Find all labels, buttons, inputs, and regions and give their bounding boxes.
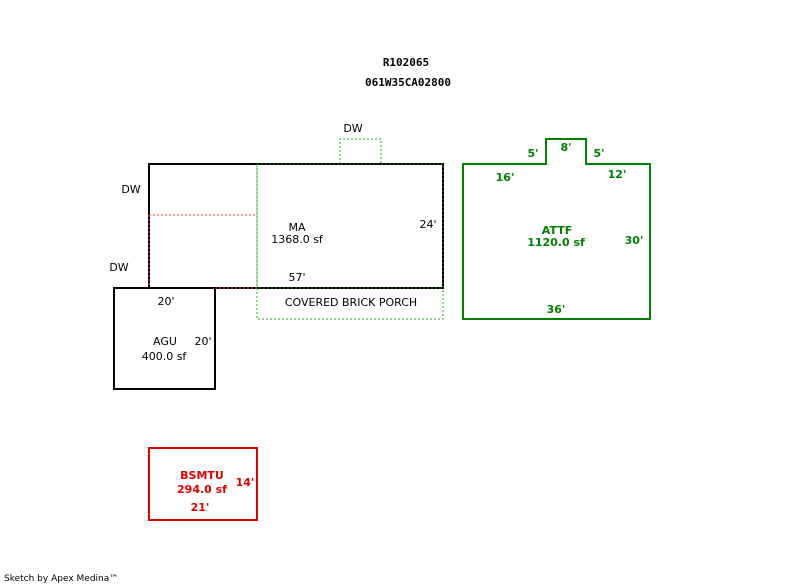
porch-label: COVERED BRICK PORCH xyxy=(285,296,417,309)
bsmtu-depth: 14' xyxy=(236,476,255,489)
porch-outline xyxy=(256,288,444,320)
agu-width: 20' xyxy=(157,295,174,308)
attf-outline xyxy=(462,138,651,320)
agu-outline xyxy=(113,287,216,390)
sketch-credit: Sketch by Apex Medina™ xyxy=(4,574,119,584)
agu-depth: 20' xyxy=(194,335,211,348)
ma-depth: 24' xyxy=(419,218,436,231)
bsmtu-outline xyxy=(148,447,258,521)
dw-left-top-label: DW xyxy=(121,183,140,196)
ma-green-left-edge xyxy=(256,163,444,289)
attf-bottom: 36' xyxy=(547,303,566,316)
dw-box-outline xyxy=(339,138,382,164)
map-number: 061W35CA02800 xyxy=(365,76,451,89)
attf-notch-right: 5' xyxy=(593,147,604,160)
attf-notch-left: 5' xyxy=(527,147,538,160)
attf-code: ATTF xyxy=(542,224,572,237)
attf-area: 1120.0 sf xyxy=(527,236,585,249)
ma-area: 1368.0 sf xyxy=(271,233,324,246)
attf-top-right: 12' xyxy=(608,168,627,181)
agu-code: AGU xyxy=(153,335,177,348)
bsmtu-code: BSMTU xyxy=(180,469,224,482)
attf-notch-top: 8' xyxy=(560,141,571,154)
ma-width: 57' xyxy=(288,271,305,284)
ma-code: MA xyxy=(288,221,305,234)
attf-side: 30' xyxy=(625,234,644,247)
bsmtu-area: 294.0 sf xyxy=(177,483,227,496)
parcel-id: R102065 xyxy=(383,56,429,69)
dw-left-bottom-label: DW xyxy=(109,261,128,274)
bsmtu-width: 21' xyxy=(191,501,210,514)
dw-top-label: DW xyxy=(343,122,362,135)
agu-area: 400.0 sf xyxy=(142,350,188,363)
attf-top-left: 16' xyxy=(496,171,515,184)
